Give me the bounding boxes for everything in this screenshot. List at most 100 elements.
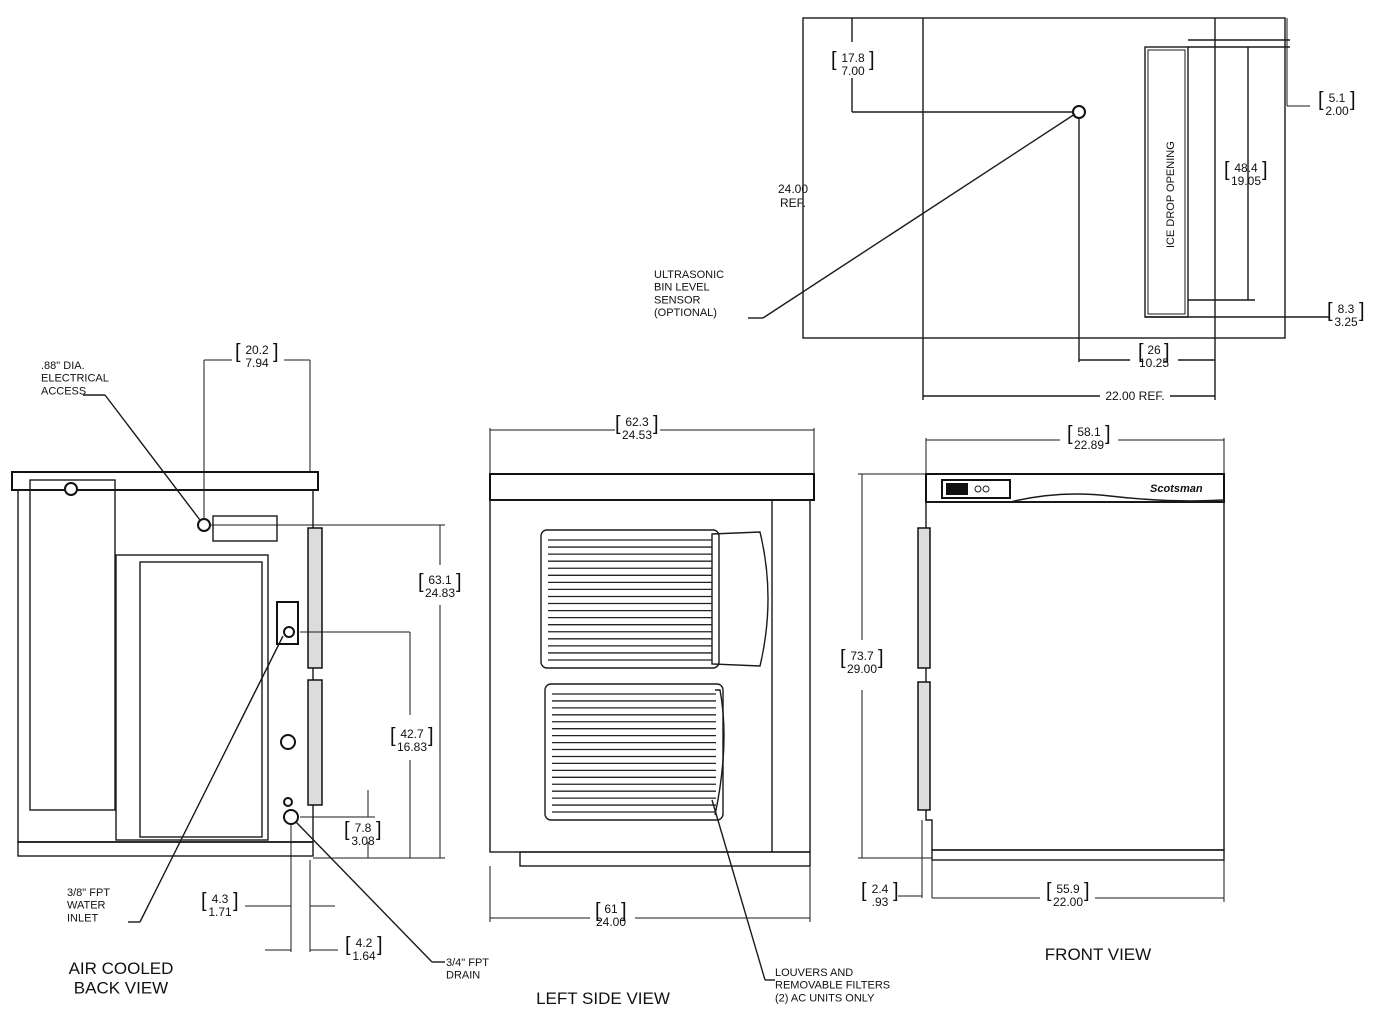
top-view: [748, 17, 1330, 400]
dim-bracket: ]: [428, 725, 434, 747]
dim-bracket: [: [1046, 880, 1052, 902]
dim-top-484: [] 48.419.05: [1224, 159, 1268, 188]
dim-inch-value: 1.64: [352, 949, 376, 963]
dim-bracket: ]: [1262, 159, 1268, 181]
drain-fitting: [283, 809, 299, 825]
lower-louver-panel: [544, 683, 724, 821]
dim-mm-value: 62.3: [625, 415, 649, 429]
dim-bracket: ]: [273, 341, 279, 363]
dim-bracket: [: [345, 934, 351, 956]
dim-bracket: [: [1224, 159, 1230, 181]
dim-bracket: ]: [653, 413, 659, 435]
dim-inch-value: .93: [872, 895, 889, 909]
dim-bracket: ]: [1084, 880, 1090, 902]
brand-logo: Scotsman: [1150, 483, 1203, 495]
dim-inch-value: 22.00 REF.: [1105, 389, 1164, 403]
dim-inch-value: 22.89: [1074, 438, 1104, 452]
dim-bracket: ]: [1105, 423, 1111, 445]
dim-back-42: [] 4.21.64: [345, 934, 383, 963]
dim-mm-value: 7.8: [355, 821, 372, 835]
dim-inch-value: 7.94: [245, 356, 269, 370]
dim-front-24: []2.4.93: [861, 880, 899, 909]
dim-inch-value: 16.83: [397, 740, 427, 754]
dim-mm-value: 42.7: [400, 727, 424, 741]
left-top-cap: [489, 473, 815, 501]
dim-mm-value: 17.8: [841, 51, 865, 65]
dim-inch-value: 22.00: [1053, 895, 1083, 909]
electrical-access-hole: [197, 518, 211, 532]
left-view-title: LEFT SIDE VIEW: [536, 989, 670, 1008]
dim-mm-value: 4.2: [356, 936, 373, 950]
dim-top-83: []8.33.25: [1327, 300, 1365, 329]
dim-inch-value: 24.83: [425, 586, 455, 600]
dim-mm-value: 63.1: [428, 573, 452, 587]
dim-inch-value: 19.05: [1231, 174, 1261, 188]
ice-drop-label: ICE DROP OPENING: [1165, 141, 1177, 248]
dim-bracket: [: [595, 900, 601, 922]
dim-inch-value: 2.00: [1325, 104, 1349, 118]
dim-bracket: [: [861, 880, 867, 902]
dim-inch-value: 29.00: [847, 662, 877, 676]
dim-bracket: [: [390, 725, 396, 747]
dim-bracket: ]: [878, 647, 884, 669]
dim-inch-value: 24.53: [622, 428, 652, 442]
dim-bracket: [: [201, 890, 207, 912]
dim-top-2200ref: 22.00 REF.: [1105, 389, 1164, 403]
dim-mm-value: 55.9: [1056, 882, 1080, 896]
dim-mm-value: 48.4: [1234, 161, 1258, 175]
dim-mm-value: 26: [1147, 343, 1161, 357]
dim-mm-value: 2.4: [872, 882, 889, 896]
dim-mm-value: 20.2: [245, 343, 269, 357]
dim-bracket: ]: [1350, 89, 1356, 111]
upper-louvers: [548, 539, 712, 661]
dim-back-427: [] 42.716.83: [390, 725, 434, 754]
dim-bracket: ]: [621, 900, 627, 922]
lower-louvers: [552, 693, 716, 813]
dim-bracket: [: [840, 647, 846, 669]
dim-left-623: [] 62.324.53: [615, 413, 659, 442]
dim-inch-value: 24.00: [596, 915, 626, 929]
dim-top-178: []17.87.00: [831, 49, 875, 78]
top-view-outline: [802, 17, 1286, 339]
dim-top-51: []5.12.00: [1318, 89, 1356, 118]
dim-mm-value: 58.1: [1077, 425, 1101, 439]
dim-back-631: []63.124.83: [418, 571, 462, 600]
dim-bracket: ]: [376, 819, 382, 841]
dim-mm-value: 73.7: [850, 649, 874, 663]
dim-bracket: [: [1138, 341, 1144, 363]
dim-mm-value: 4.3: [212, 892, 229, 906]
dim-bracket: [: [418, 571, 424, 593]
dim-inch-value: 3.25: [1334, 315, 1358, 329]
front-view-title: FRONT VIEW: [1045, 945, 1151, 964]
dim-bracket: [: [1318, 89, 1324, 111]
dim-front-737: [] 73.729.00: [840, 647, 884, 676]
dim-front-581: []58.122.89: [1067, 423, 1111, 452]
dim-bracket: ]: [233, 890, 239, 912]
dim-bracket: ]: [1164, 341, 1170, 363]
back-view: [11, 359, 445, 963]
dim-bracket: [: [615, 413, 621, 435]
dim-back-78: []7.83.08: [344, 819, 382, 848]
dim-inch-value: 7.00: [841, 64, 865, 78]
dim-inch-value: 1.71: [208, 905, 232, 919]
dim-mm-value: 61: [604, 902, 618, 916]
left-side-view: [489, 428, 815, 981]
dim-bracket: ]: [377, 934, 383, 956]
front-view: [858, 438, 1225, 902]
dim-bracket: [: [831, 49, 837, 71]
dim-bracket: [: [1327, 300, 1333, 322]
dim-bracket: ]: [1359, 300, 1365, 322]
dim-inch-value: 3.08: [351, 834, 375, 848]
